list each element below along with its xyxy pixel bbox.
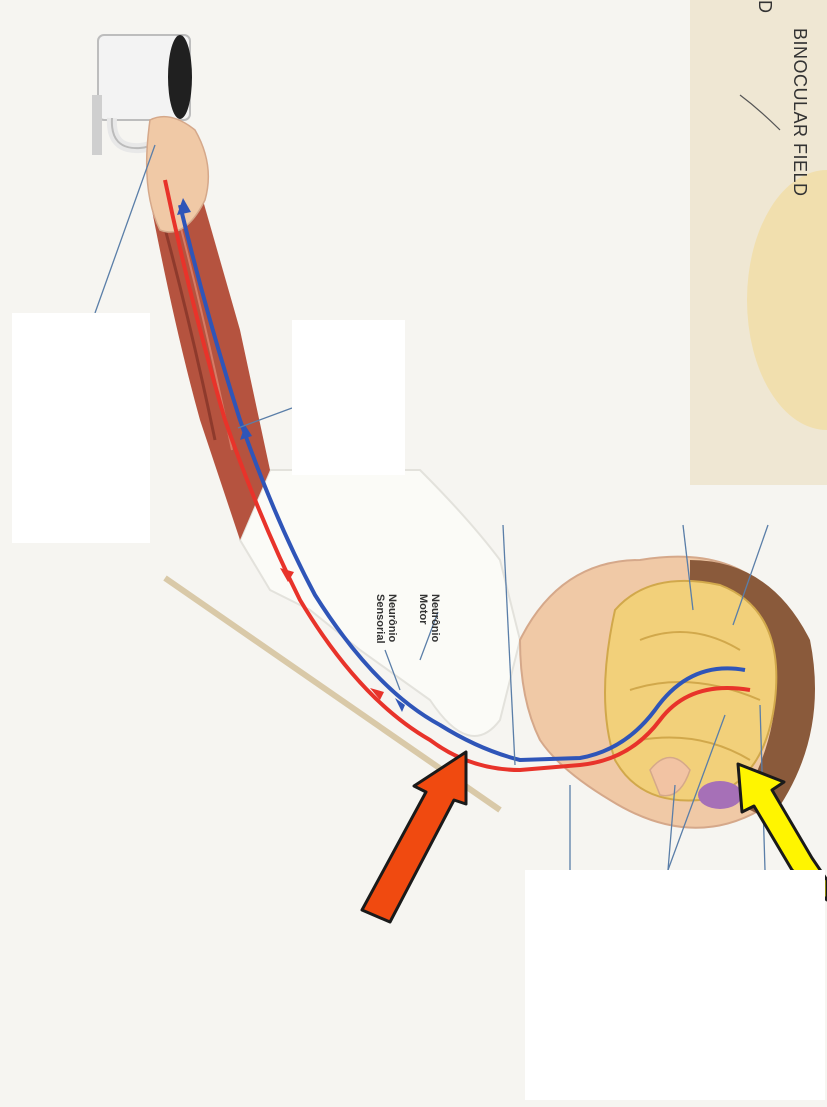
sensory-neuron-label: Neurônio Sensorial (374, 594, 398, 644)
motor-neuron-label: Neurônio Motor (417, 594, 441, 642)
motor-neuron-label-line1: Neurônio (429, 594, 441, 642)
blank-label-box-spinal (525, 870, 825, 1100)
sensory-neuron-label-line2: Sensorial (374, 594, 386, 644)
blank-label-box-receptor (12, 313, 150, 543)
blank-label-box-sensory (292, 320, 405, 475)
cut-letter-label: D (754, 0, 775, 13)
sensory-neuron-label-line1: Neurônio (386, 594, 398, 642)
motor-neuron-label-line2: Motor (417, 594, 429, 625)
binocular-field-label: BINOCULAR FIELD (789, 28, 810, 197)
cerebellum (698, 781, 742, 809)
